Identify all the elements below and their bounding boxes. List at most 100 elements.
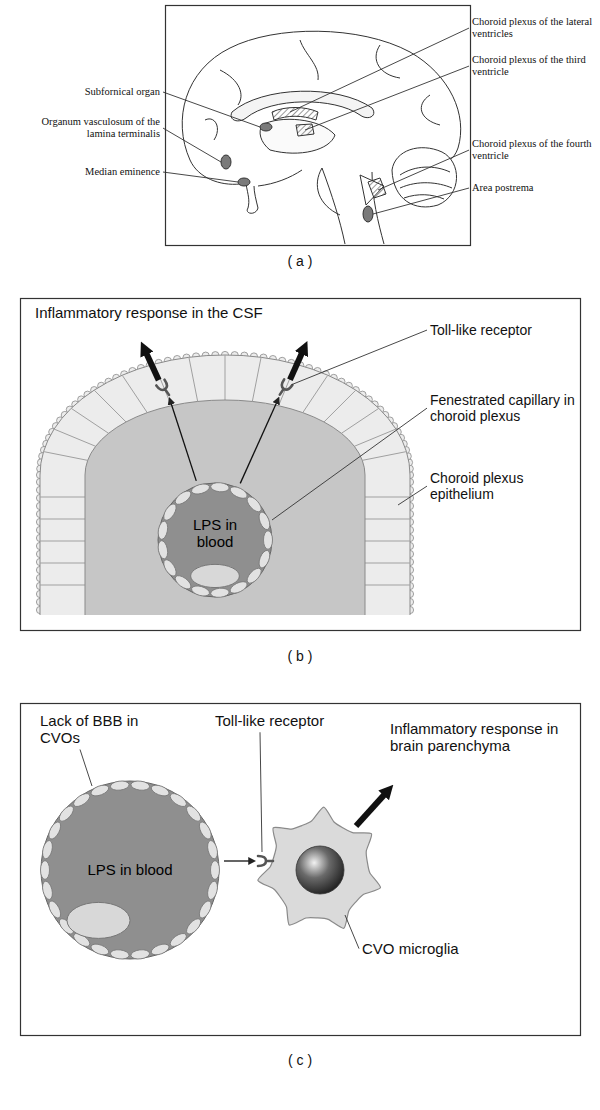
brainstem [317, 168, 384, 244]
thalamus [260, 119, 335, 153]
cell-border [365, 585, 410, 586]
endothelial-nucleus [67, 902, 130, 938]
endothelial-cell [257, 549, 272, 569]
endothelial-cell [41, 861, 50, 880]
subfornical-organ [260, 123, 272, 131]
endothelial-cell [157, 520, 169, 540]
cvo-illustration [224, 794, 385, 928]
part-label: Choroid plexus of the third ventricle [472, 54, 596, 78]
response-arrow [356, 794, 385, 826]
node-text: LPS in blood [50, 861, 210, 878]
gyrus-line [205, 40, 440, 140]
leader-line [290, 28, 469, 112]
cerebellar-folia [400, 167, 452, 199]
cerebrum-outline [258, 170, 302, 186]
panel-frame [21, 299, 581, 631]
endothelial-nucleus [191, 564, 240, 587]
microglia-nucleus [296, 846, 344, 894]
cell-border [324, 390, 356, 422]
capillary-lumen [158, 483, 272, 597]
area-postrema [363, 206, 373, 222]
endothelial-cell [245, 566, 264, 586]
leader-line [80, 750, 92, 787]
part-label: Choroid plexus of the lateral ventricles [472, 16, 596, 40]
cell-border [303, 375, 328, 412]
endothelial-cell [168, 931, 189, 949]
cerebrum-outline [190, 160, 240, 184]
cell-border [40, 519, 85, 520]
endothelial-cell [206, 840, 219, 860]
capillary-node: LPS in blood [40, 780, 220, 960]
brain-sketch [182, 31, 461, 244]
endothelial-cell [197, 899, 214, 920]
part-label: Inflammatory response in brain parenchym… [390, 720, 580, 755]
cell-border [225, 355, 226, 400]
leader-line [292, 330, 427, 385]
microglia-cell [258, 807, 381, 928]
endothelial-cell [173, 573, 193, 591]
response-arrow [290, 353, 302, 380]
endothelial-cell [41, 840, 54, 860]
endothelial-cell [168, 791, 189, 809]
cell-border [40, 563, 85, 564]
median-eminence [238, 178, 250, 186]
cell-border [122, 375, 147, 412]
cell-border [71, 408, 108, 433]
cell-border [365, 563, 410, 564]
endothelial-cell [157, 540, 169, 560]
response-arrow [146, 353, 158, 380]
endothelial-cell [71, 791, 92, 809]
endothelial-ring [157, 482, 273, 598]
endothelial-cell [257, 511, 272, 531]
endothelial-cell [130, 949, 150, 960]
endothelial-cell [210, 587, 229, 598]
toll-like-receptor-symbol [258, 856, 273, 866]
panel-caption: ( c ) [250, 1052, 350, 1068]
cell-border [189, 357, 198, 401]
endothelial-cell [46, 820, 63, 841]
part-label: Area postrema [472, 182, 596, 194]
part-label: Organum vasculosum of the lamina termina… [40, 116, 160, 140]
endothelial-cell [210, 482, 229, 493]
panel-caption: ( b ) [250, 648, 350, 664]
endothelial-cell [41, 880, 54, 900]
leader-line [398, 486, 427, 505]
toll-like-receptor-symbol [276, 379, 293, 397]
cell-border [94, 390, 126, 422]
endothelial-cell [130, 780, 150, 791]
endothelial-cell [197, 820, 214, 841]
endothelial-cell [206, 880, 219, 900]
cerebellum [392, 148, 457, 207]
endothelial-cell [184, 804, 203, 824]
part-label: Inflammatory response in the CSF [35, 304, 335, 321]
endothelial-cell [57, 804, 76, 824]
ovlt [221, 155, 231, 169]
leader-line [305, 66, 469, 130]
endothelial-cell [184, 916, 203, 936]
cell-border [40, 585, 85, 586]
endothelial-cell [161, 502, 178, 522]
text-holder: LPS in blood [157, 482, 273, 598]
endothelial-cell [161, 558, 178, 578]
lps-arrow [171, 404, 196, 481]
part-label: Lack of BBB in CVOs [40, 712, 160, 747]
cell-border [40, 541, 85, 542]
epithelium-band [40, 355, 410, 615]
endothelial-cell [110, 780, 130, 791]
endothelial-cell [264, 531, 273, 549]
part-label: Toll-like receptor [215, 712, 365, 729]
part-label: Choroid plexus of the fourth ventricle [472, 138, 596, 162]
text-holder: LPS in blood [40, 780, 220, 960]
endothelial-cell [173, 489, 193, 507]
endothelial-cell [150, 783, 171, 798]
panel-frame [21, 704, 581, 1036]
leader-line [163, 92, 260, 127]
part-label: CVO microglia [362, 940, 512, 957]
leader-line [163, 128, 221, 162]
endothelial-cell [46, 899, 63, 920]
endothelial-ring [41, 780, 220, 960]
panel-caption: ( a ) [250, 253, 350, 269]
leader-line [163, 172, 238, 182]
endothelial-cell [90, 942, 111, 957]
leader-line [260, 732, 262, 852]
